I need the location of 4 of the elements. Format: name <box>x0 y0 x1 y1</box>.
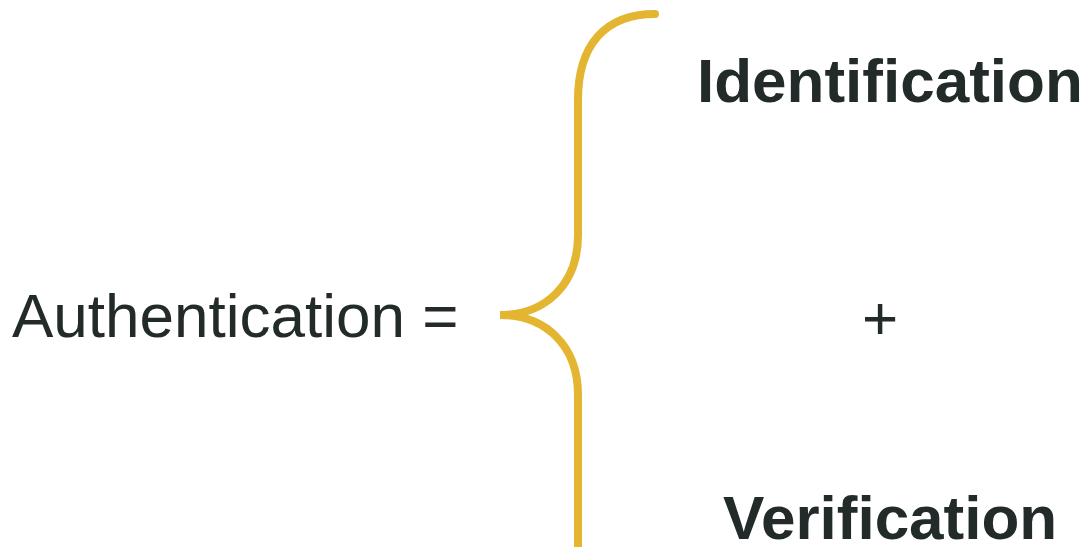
equation-term: Authentication = <box>12 285 459 347</box>
component-term: Verification <box>723 487 1058 547</box>
plus-sign: + <box>862 287 899 349</box>
component-term: Identification <box>697 50 1083 112</box>
